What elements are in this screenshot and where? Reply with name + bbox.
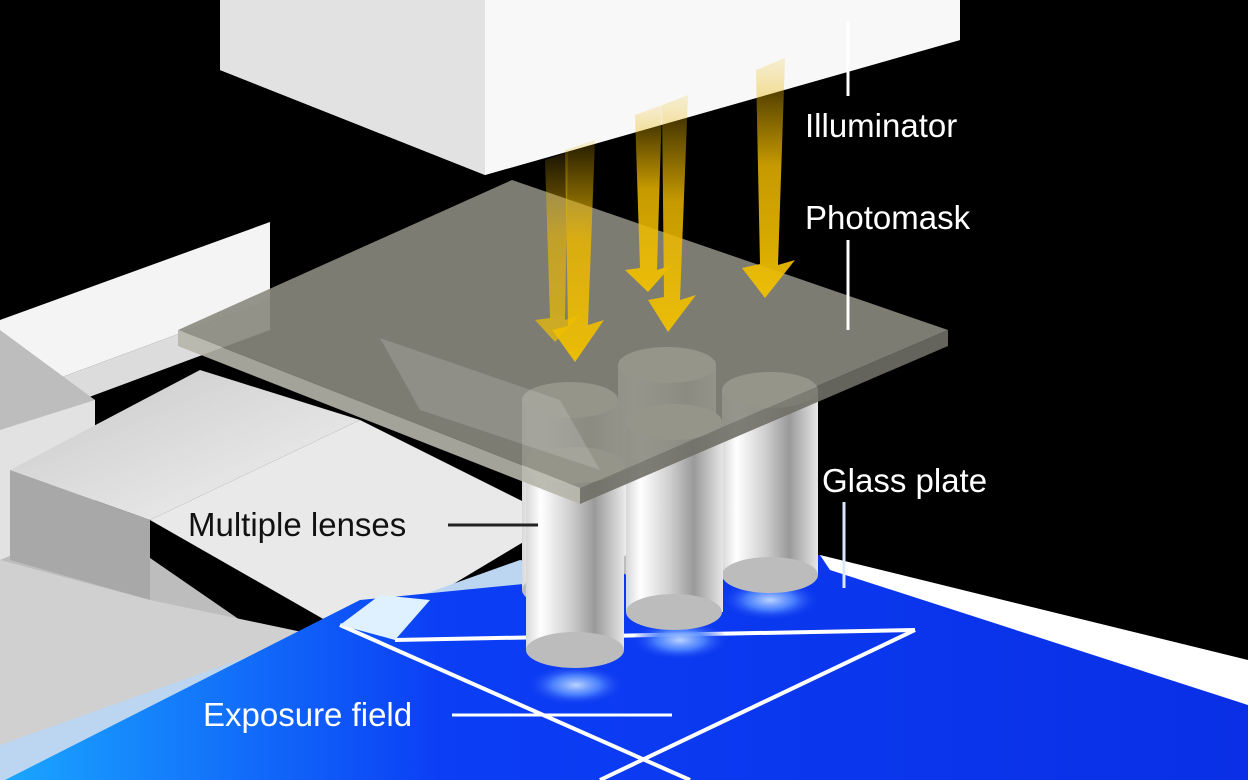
illuminator-label: Illuminator <box>805 107 957 144</box>
light-arrow <box>625 105 672 292</box>
glass-plate-label: Glass plate <box>822 462 987 499</box>
light-arrows <box>535 58 795 362</box>
machine-stage <box>0 222 560 780</box>
photomask-label: Photomask <box>805 199 971 236</box>
illuminator-block <box>220 0 960 175</box>
wafer-base <box>0 555 1248 780</box>
exposure-field-label: Exposure field <box>203 696 412 733</box>
leader-lines <box>448 22 850 717</box>
light-arrow <box>552 140 604 362</box>
multiple-lenses-label: Multiple lenses <box>188 506 406 543</box>
light-arrow <box>742 58 795 298</box>
light-arrow <box>648 95 696 332</box>
light-arrow <box>535 152 580 342</box>
